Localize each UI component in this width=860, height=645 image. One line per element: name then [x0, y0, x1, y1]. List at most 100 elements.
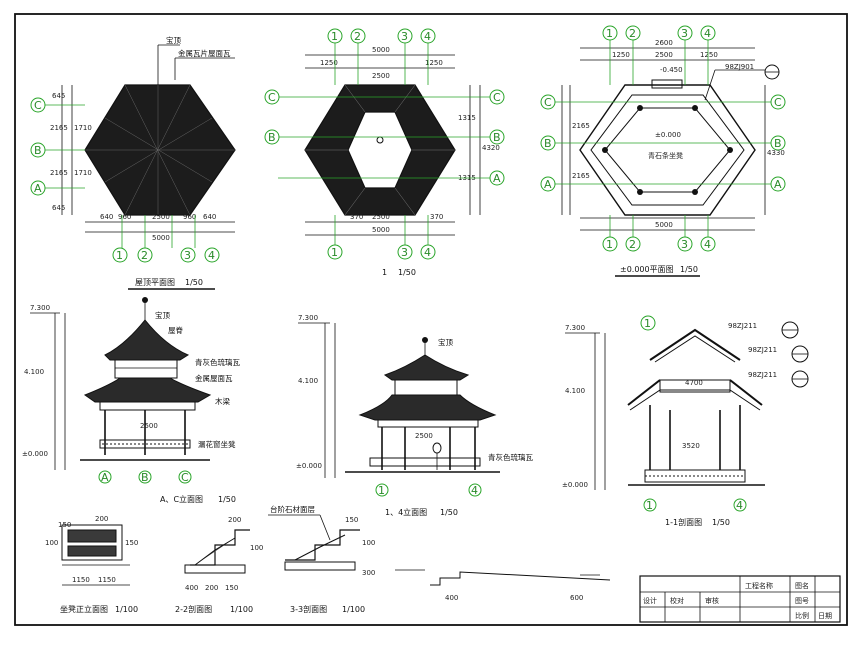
section-width-0: 4700: [685, 379, 703, 387]
ac-note-0: 宝顶: [155, 310, 170, 320]
ac-title: A、C立面图: [160, 494, 203, 504]
ac-width: 2500: [140, 422, 158, 430]
bench-dim-4: 1150: [72, 576, 90, 584]
mid-axis-bubbles: C B C B A 1 2 3 4 1 3 4: [264, 28, 505, 260]
bench-detail: 150 200 100 150 1150 1150 坐凳正立面图 1/100: [45, 515, 138, 614]
mid-dim-side-0: 1315: [458, 114, 476, 122]
one-four-axis-1: 1: [378, 484, 385, 497]
s22-scale: 1/100: [230, 605, 253, 614]
ground-center-level: ±0.000: [655, 131, 681, 139]
ground-axis-3-bottom: 3: [681, 238, 688, 251]
roof-plan-scale: 1/50: [185, 278, 203, 287]
section-level-base: ±0.000: [562, 481, 588, 489]
section-width-1: 3520: [682, 442, 700, 450]
mid-axis-b-right: B: [493, 131, 501, 144]
bench-title: 坐凳正立面图: [60, 604, 108, 614]
tb-cell-4: 审核: [705, 596, 719, 605]
one-four-scale: 1/50: [440, 508, 458, 517]
step-detail: 400 600: [395, 569, 611, 602]
s33-dim-2: 300: [362, 569, 375, 577]
s22-dim-3: 200: [205, 584, 218, 592]
mid-axis-a-right: A: [493, 172, 501, 185]
mid-dim-side-2: 4320: [482, 144, 500, 152]
title-block: 工程名称 图名 设计 校对 审核 图号 比例 日期: [639, 575, 841, 623]
ac-level-top: 7.300: [30, 304, 50, 312]
ac-axis-c: C: [181, 471, 189, 484]
section-level-top: 7.300: [565, 324, 585, 332]
ground-axis-c-right: C: [774, 96, 782, 109]
mid-dim-top-1: 2500: [372, 72, 390, 80]
bench-scale: 1/100: [115, 605, 138, 614]
s33-title: 3-3剖面图: [290, 604, 327, 614]
bench-dim-1: 200: [95, 515, 108, 523]
ground-dim-bottom-total: 5000: [655, 221, 673, 229]
ac-note-2: 青灰色琉璃瓦: [195, 357, 240, 367]
mid-axis-1-top: 1: [331, 30, 338, 43]
section-2-2-detail: 200 100 400 200 150 2-2剖面图 1/100: [175, 516, 263, 614]
s33-note: 台阶石材面层: [270, 504, 315, 514]
ground-axis-3-top: 3: [681, 27, 688, 40]
ac-note-1: 屋脊: [168, 325, 183, 335]
mid-axis-c-right: C: [493, 91, 501, 104]
roof-dim-left-2: 1710: [74, 124, 92, 132]
ground-axis-1-bottom: 1: [606, 238, 613, 251]
mid-plan-title: 1: [382, 268, 387, 277]
roof-dim-bottom-4: 640: [203, 213, 216, 221]
roof-dim-bottom-1: 960: [118, 213, 131, 221]
step-dim-0: 400: [445, 594, 458, 602]
ground-axis-4-bottom: 4: [704, 238, 711, 251]
ground-dim-side-0: 2165: [572, 122, 590, 130]
ground-dim-top-0: 1250: [612, 51, 630, 59]
roof-axis-b: B: [34, 144, 42, 157]
tb-cell-1: 图名: [795, 581, 809, 590]
ground-detail-ref: 98ZJ901: [725, 63, 754, 71]
roof-dim-bottom-2: 2500: [152, 213, 170, 221]
section-1-1: 7.300 4.100 ±0.000 4700 3520 98ZJ211 98Z…: [562, 315, 809, 527]
roof-dim-left-5: 645: [52, 204, 65, 212]
roof-axis-4: 4: [208, 249, 215, 262]
ground-note: 青石条坐凳: [648, 151, 683, 160]
roof-plan-title: 屋顶平面图: [135, 278, 175, 287]
mid-axis-4-top: 4: [424, 30, 431, 43]
mid-axis-2-top: 2: [354, 30, 361, 43]
ground-axis-a-right: A: [774, 178, 782, 191]
roof-dim-left-3: 2165: [50, 169, 68, 177]
ground-axis-b-right: B: [774, 137, 782, 150]
ground-dim-top-total: 2600: [655, 39, 673, 47]
one-four-note-1: 青灰色琉璃瓦: [488, 452, 533, 462]
section-ref-1: 98ZJ211: [748, 346, 777, 354]
section-axis-1-top: 1: [644, 317, 651, 330]
one-four-elevation: 7.300 4.100 ±0.000 2500 宝顶 青灰色琉璃瓦 1 4 1、…: [296, 314, 533, 517]
one-four-level-base: ±0.000: [296, 462, 322, 470]
section-axis-1: 1: [646, 499, 653, 512]
ac-elevation: 7.300 4.100 ±0.000 2500 宝顶 屋脊 青灰色琉璃瓦 金属屋…: [22, 297, 240, 504]
ground-axis-b-left: B: [544, 137, 552, 150]
one-four-note-0: 宝顶: [438, 337, 453, 347]
ground-axis-c-left: C: [544, 96, 552, 109]
roof-axis-c: C: [34, 99, 42, 112]
mid-axis-3-bottom: 3: [401, 246, 408, 259]
roof-axis-3: 3: [184, 249, 191, 262]
one-four-title: 1、4立面图: [385, 507, 427, 517]
ground-plan: ±0.000 青石条坐凳 -0.450 98ZJ901 2600 1250 25…: [540, 25, 786, 277]
ground-axis-1-top: 1: [606, 27, 613, 40]
middle-plan: 5000 1250 2500 1250 370 2500 370 5000 13…: [264, 28, 505, 277]
tb-cell-2: 设计: [643, 596, 657, 605]
s22-dim-2: 400: [185, 584, 198, 592]
ground-plan-title: ±0.000平面图: [620, 265, 674, 274]
ac-note-5: 漏花窗坐凳: [198, 439, 236, 449]
ground-dim-top-2: 1250: [700, 51, 718, 59]
s22-dim-1: 100: [250, 544, 263, 552]
roof-dim-left-4: 1710: [74, 169, 92, 177]
mid-dim-bottom-1: 2500: [372, 213, 390, 221]
tb-cell-6: 比例: [795, 611, 809, 620]
one-four-level-top: 7.300: [298, 314, 318, 322]
mid-dim-bottom-total: 5000: [372, 226, 390, 234]
step-dim-1: 600: [570, 594, 583, 602]
ground-axis-bubbles: C B A C B A 1 2 3 4 1 2 3 4: [540, 25, 786, 252]
one-four-width: 2500: [415, 432, 433, 440]
s22-title: 2-2剖面图: [175, 604, 212, 614]
roof-axis-2: 2: [141, 249, 148, 262]
mid-axis-1-bottom: 1: [331, 246, 338, 259]
